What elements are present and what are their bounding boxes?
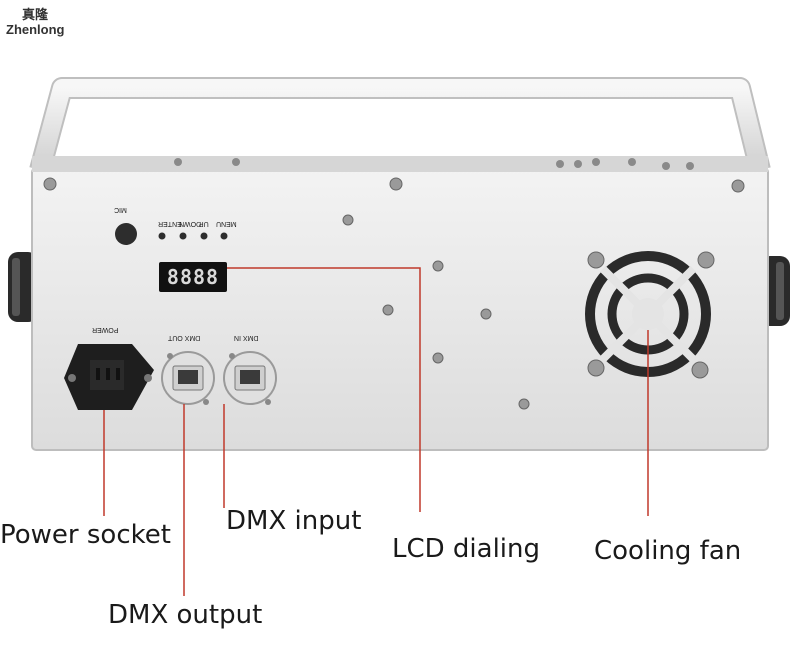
top-screws <box>174 158 694 170</box>
brand-logo-chinese: 真隆 <box>22 8 49 23</box>
led-digits: 8888 <box>167 265 219 289</box>
control-buttons <box>158 232 228 240</box>
mic-label: MIC <box>114 206 127 213</box>
callout-dmx-output: DMX output <box>108 600 263 630</box>
callout-dmx-input: DMX input <box>226 506 362 536</box>
top-edge <box>32 156 768 172</box>
brand-logo-english: Zhenlong <box>6 22 65 37</box>
callout-cooling-fan: Cooling fan <box>594 536 742 566</box>
button-label-menu: MENU <box>216 220 237 227</box>
power-label: POWER <box>92 326 119 333</box>
dmx-out-port <box>161 351 215 405</box>
panel-screws <box>43 177 745 410</box>
led-display: 8888 <box>159 262 227 292</box>
mic-hole <box>115 223 137 245</box>
cooling-fan-grille <box>585 251 715 379</box>
callout-power-socket: Power socket <box>0 520 171 550</box>
leader-lines <box>103 267 649 596</box>
callout-lcd-dialing: LCD dialing <box>392 534 541 564</box>
dmx-in-label: DMX IN <box>234 334 259 341</box>
side-knob-left <box>8 252 38 322</box>
leader-lcd <box>227 267 421 512</box>
dmx-out-label: DMX OUT <box>168 334 201 341</box>
button-label-up: UP <box>199 220 209 227</box>
dmx-in-port <box>223 351 277 405</box>
handle <box>29 77 771 173</box>
power-socket <box>64 344 154 410</box>
